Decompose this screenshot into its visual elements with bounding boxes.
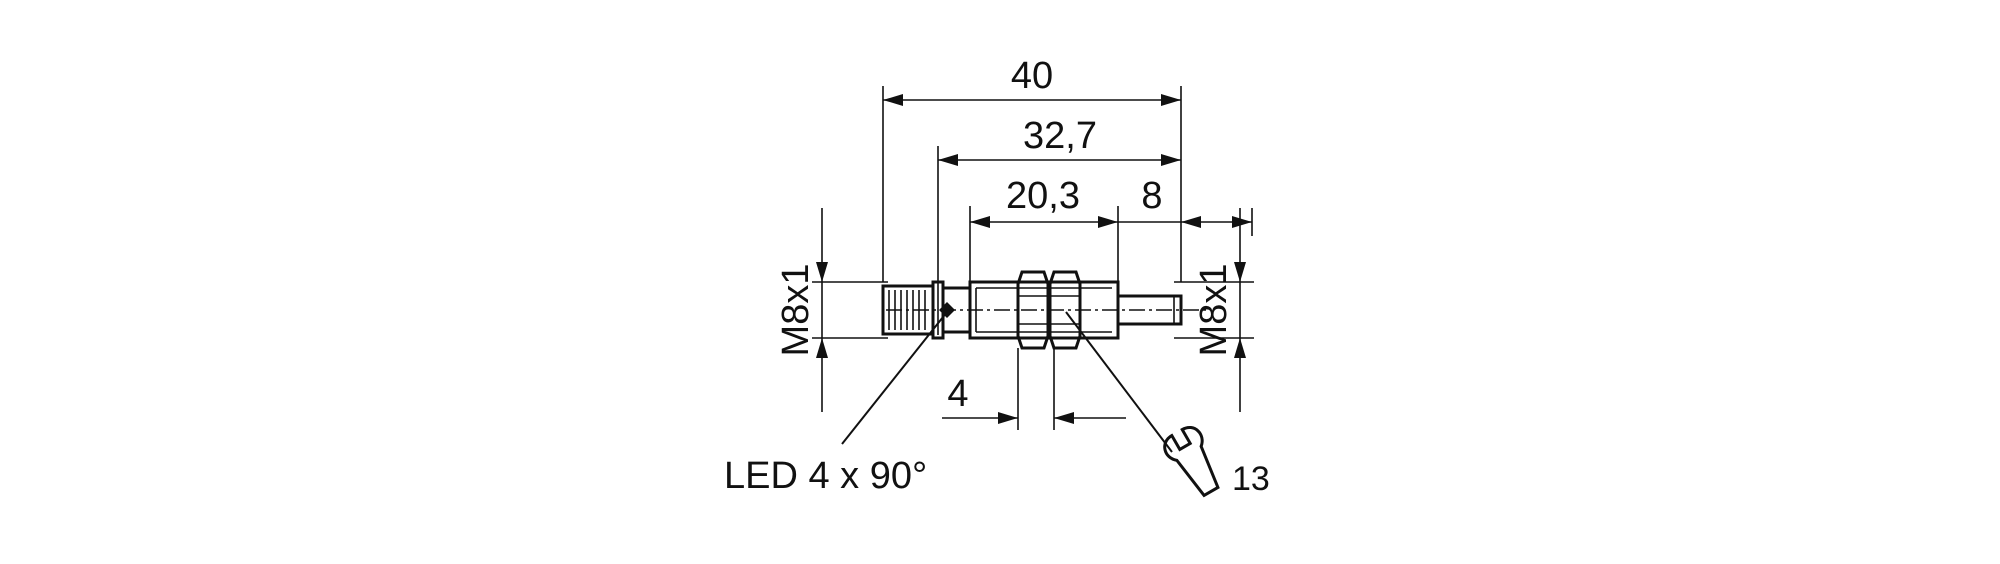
dimension-label-overall: 40 <box>1011 55 1053 97</box>
dimension-label-thread-right: M8x1 <box>1193 264 1235 357</box>
wrench-leader: 13 <box>1065 311 1270 498</box>
dimension-overall-length: 40 <box>882 55 1182 282</box>
dimension-label-thread-left: M8x1 <box>775 264 817 357</box>
dimension-label-thread-to-body: 20,3 <box>1006 175 1080 217</box>
wrench-icon <box>1163 426 1220 498</box>
dimension-nut-width: 4 <box>942 348 1126 430</box>
dimension-label-thread-length: 32,7 <box>1023 115 1097 157</box>
dimension-sensing-face: 8 <box>1118 175 1253 236</box>
dimension-label-sensing-face: 8 <box>1141 175 1162 217</box>
dimension-thread-left: M8x1 <box>775 208 888 412</box>
hex-nut-left <box>1016 270 1050 350</box>
dimension-thread-length: 32,7 <box>937 115 1181 335</box>
led-label: LED 4 x 90° <box>724 455 927 497</box>
dimension-thread-to-body: 20,3 <box>969 175 1119 282</box>
wrench-size-label: 13 <box>1232 460 1270 498</box>
sensor-body <box>881 270 1210 350</box>
led-leader: LED 4 x 90° <box>724 311 948 497</box>
dimension-thread-right: M8x1 <box>1174 208 1254 412</box>
dimension-label-nut-width: 4 <box>947 373 968 415</box>
